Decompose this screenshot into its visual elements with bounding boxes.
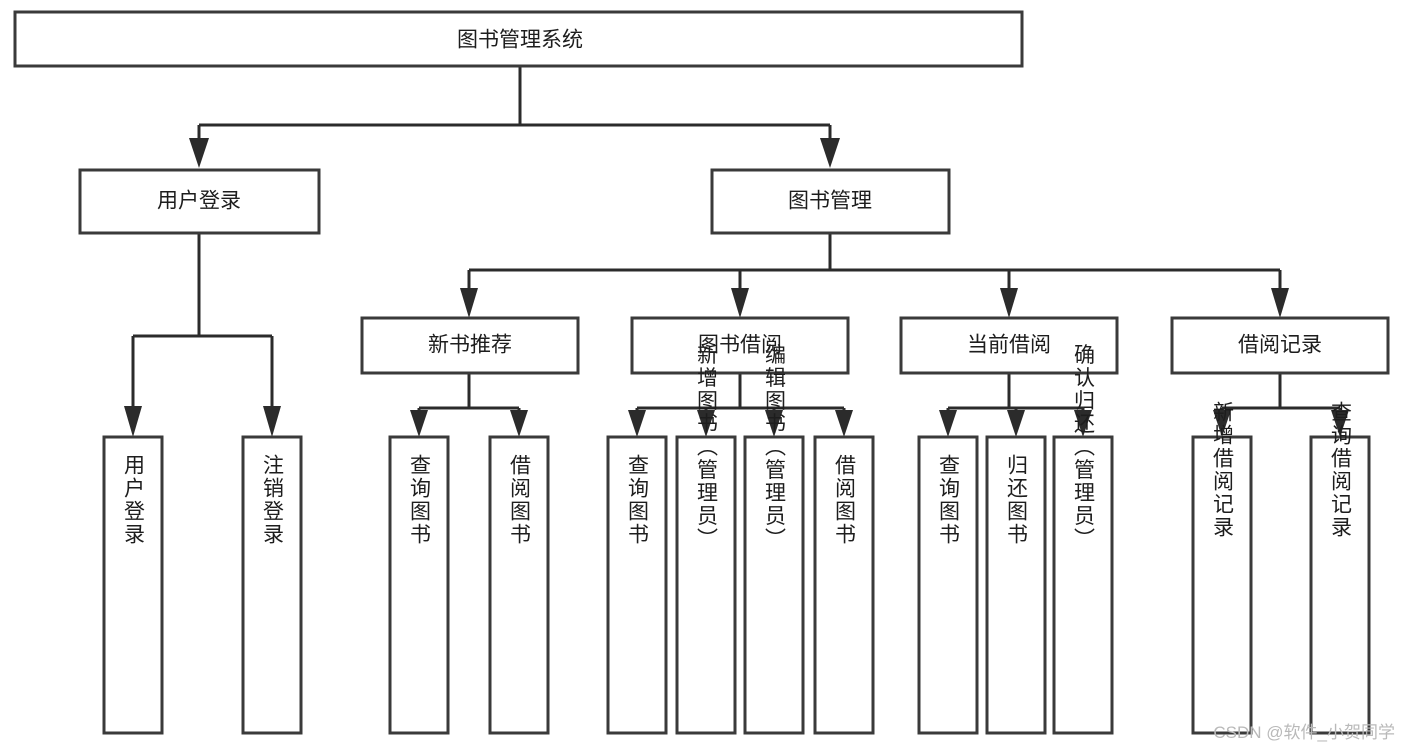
connector-group-root (189, 66, 840, 168)
connector-group-user-login (124, 233, 281, 437)
arrow-head-leaf-query-book-2 (628, 410, 646, 437)
node-leaf-query-book-2[interactable]: 查询图书 (606, 435, 668, 735)
node-leaf-confirm-return-box[interactable] (1052, 435, 1114, 735)
arrow-head-leaf-return-book (1007, 410, 1025, 437)
node-leaf-user-login-label: 用户登录 (122, 454, 146, 546)
node-leaf-confirm-return[interactable]: 确认归还（管理员） (1052, 344, 1114, 735)
connector-group-book-borrow (628, 373, 853, 437)
node-current-borrow-box[interactable] (899, 316, 1119, 375)
connector-group-new-book-recommend (410, 373, 528, 437)
node-leaf-borrow-book-1[interactable]: 借阅图书 (488, 435, 550, 735)
node-borrow-record[interactable]: 借阅记录 (1170, 316, 1390, 375)
arrow-head-user-login (189, 138, 209, 168)
node-leaf-edit-book-box[interactable] (743, 435, 805, 735)
node-leaf-add-record[interactable]: 新增借阅记录 (1191, 401, 1253, 735)
connector-group-borrow-record (1213, 373, 1349, 437)
connector-group-book-management (460, 233, 1289, 318)
node-leaf-edit-book[interactable]: 编辑图书（管理员） (743, 344, 805, 735)
node-leaf-user-login-box[interactable] (102, 435, 164, 735)
node-leaf-logout-login[interactable]: 注销登录 (241, 435, 303, 735)
node-leaf-borrow-book-2-label: 借阅图书 (833, 454, 857, 546)
arrow-head-leaf-query-book-3 (939, 410, 957, 437)
node-leaf-borrow-book-1-label: 借阅图书 (508, 454, 532, 546)
arrow-head-leaf-add-book (697, 410, 715, 437)
node-new-book-recommend-label: 新书推荐 (428, 334, 512, 357)
node-leaf-return-book-label: 归还图书 (1005, 454, 1029, 546)
node-user-login-box[interactable] (78, 168, 321, 235)
arrow-head-current-borrow (1000, 288, 1018, 318)
node-leaf-query-book-1-label: 查询图书 (408, 454, 432, 546)
node-root-box[interactable] (13, 10, 1024, 68)
node-current-borrow-label: 当前借阅 (967, 334, 1051, 357)
node-leaf-query-record[interactable]: 查询借阅记录 (1309, 401, 1371, 735)
node-leaf-query-book-3-box[interactable] (917, 435, 979, 735)
node-book-borrow[interactable]: 图书借阅 (630, 316, 850, 375)
arrow-head-leaf-user-login (124, 406, 142, 437)
node-leaf-query-book-3-label: 查询图书 (937, 454, 961, 546)
arrow-head-leaf-query-book-1 (410, 410, 428, 437)
node-book-management[interactable]: 图书管理 (710, 168, 951, 235)
node-leaf-query-record-box[interactable] (1309, 435, 1371, 735)
node-leaf-add-record-label: 新增借阅记录 (1211, 401, 1235, 539)
node-new-book-recommend[interactable]: 新书推荐 (360, 316, 580, 375)
node-book-management-box[interactable] (710, 168, 951, 235)
node-book-borrow-box[interactable] (630, 316, 850, 375)
node-leaf-add-book[interactable]: 新增图书（管理员） (675, 344, 737, 735)
node-leaf-query-book-3[interactable]: 查询图书 (917, 435, 979, 735)
node-user-login[interactable]: 用户登录 (78, 168, 321, 235)
arrow-head-leaf-add-record (1213, 410, 1231, 437)
node-leaf-return-book-box[interactable] (985, 435, 1047, 735)
node-leaf-logout-login-label: 注销登录 (261, 454, 285, 546)
node-new-book-recommend-box[interactable] (360, 316, 580, 375)
node-root[interactable]: 图书管理系统 (13, 10, 1024, 68)
node-borrow-record-label: 借阅记录 (1238, 334, 1322, 357)
arrow-head-book-borrow (731, 288, 749, 318)
node-leaf-confirm-return-label: 确认归还（管理员） (1072, 344, 1096, 551)
arrow-head-leaf-borrow-book-2 (835, 410, 853, 437)
node-borrow-record-box[interactable] (1170, 316, 1390, 375)
node-leaf-add-record-box[interactable] (1191, 435, 1253, 735)
node-leaf-query-book-2-label: 查询图书 (626, 454, 650, 546)
arrow-head-new-book-recommend (460, 288, 478, 318)
node-leaf-borrow-book-1-box[interactable] (488, 435, 550, 735)
node-leaf-query-book-1[interactable]: 查询图书 (388, 435, 450, 735)
arrow-head-leaf-borrow-book-1 (510, 410, 528, 437)
arrow-head-leaf-edit-book (765, 410, 783, 437)
node-leaf-query-book-1-box[interactable] (388, 435, 450, 735)
node-leaf-add-book-label: 新增图书（管理员） (695, 344, 719, 551)
node-leaf-query-record-label: 查询借阅记录 (1329, 401, 1353, 539)
node-leaf-logout-login-box[interactable] (241, 435, 303, 735)
node-leaf-borrow-book-2-box[interactable] (813, 435, 875, 735)
node-leaf-query-book-2-box[interactable] (606, 435, 668, 735)
node-root-label: 图书管理系统 (457, 29, 583, 52)
node-book-management-label: 图书管理 (788, 190, 872, 213)
connector-group-current-borrow (939, 373, 1092, 437)
node-leaf-borrow-book-2[interactable]: 借阅图书 (813, 435, 875, 735)
csdn-watermark: CSDN @软件_小贺同学 (1213, 723, 1395, 742)
arrow-head-leaf-confirm-return (1074, 410, 1092, 437)
node-leaf-return-book[interactable]: 归还图书 (985, 435, 1047, 735)
arrow-head-leaf-logout-login (263, 406, 281, 437)
node-leaf-add-book-box[interactable] (675, 435, 737, 735)
node-leaf-user-login[interactable]: 用户登录 (102, 435, 164, 735)
node-book-borrow-label: 图书借阅 (698, 334, 782, 357)
node-leaf-edit-book-label: 编辑图书（管理员） (763, 344, 787, 551)
node-user-login-label: 用户登录 (157, 190, 241, 213)
arrow-head-book-management (820, 138, 840, 168)
arrow-head-borrow-record (1271, 288, 1289, 318)
node-current-borrow[interactable]: 当前借阅 (899, 316, 1119, 375)
arrow-head-leaf-query-record (1331, 410, 1349, 437)
